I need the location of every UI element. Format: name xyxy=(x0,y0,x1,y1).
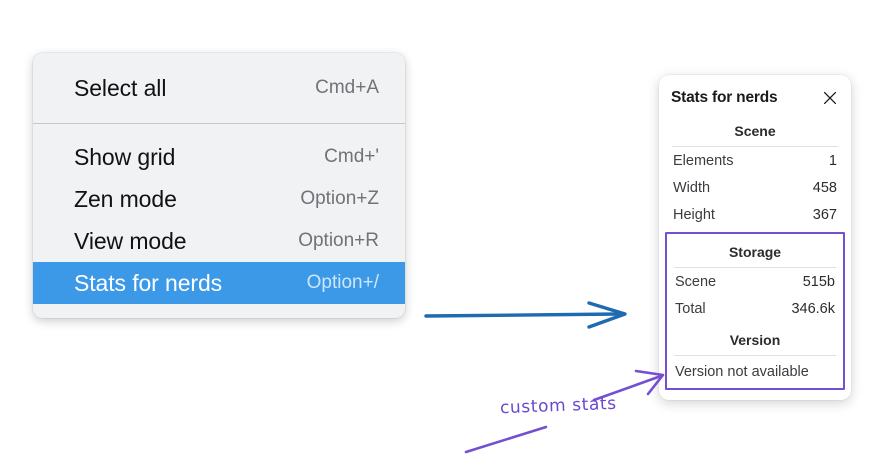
annotation-label-custom-stats: custom stats xyxy=(499,393,618,419)
blue-arrow-icon xyxy=(424,301,627,329)
divider xyxy=(672,146,838,147)
stats-for-nerds-panel: Stats for nerds Scene Elements 1 Width 4… xyxy=(659,75,851,400)
menu-item-label: Show grid xyxy=(74,143,176,170)
context-menu[interactable]: Select all Cmd+A Show grid Cmd+' Zen mod… xyxy=(33,53,405,318)
menu-item-zen-mode[interactable]: Zen mode Option+Z xyxy=(33,178,405,220)
menu-item-shortcut: Cmd+' xyxy=(324,146,379,167)
menu-item-shortcut: Option+/ xyxy=(306,272,379,293)
menu-item-shortcut: Option+Z xyxy=(300,188,379,209)
section-heading-version: Version xyxy=(729,332,781,348)
stat-key: Total xyxy=(675,301,706,317)
close-icon[interactable] xyxy=(821,89,839,107)
panel-title: Stats for nerds xyxy=(671,89,778,106)
divider xyxy=(674,267,836,268)
menu-item-shortcut: Option+R xyxy=(298,230,379,251)
stat-key: Height xyxy=(673,207,715,223)
stat-key: Elements xyxy=(673,153,734,169)
menu-item-view-mode[interactable]: View mode Option+R xyxy=(33,220,405,262)
menu-item-label: Zen mode xyxy=(74,185,177,212)
stat-value: 367 xyxy=(812,207,837,223)
panel-header: Stats for nerds xyxy=(668,85,842,113)
stat-value: 458 xyxy=(812,180,837,196)
menu-group-2: Show grid Cmd+' Zen mode Option+Z View m… xyxy=(33,124,405,318)
stat-row-storage-scene: Scene 515b xyxy=(670,268,840,295)
purple-underline-stroke xyxy=(464,425,548,454)
stat-value: 346.6k xyxy=(791,301,835,317)
menu-separator xyxy=(33,123,405,124)
menu-item-label: View mode xyxy=(74,227,187,254)
divider xyxy=(674,355,836,356)
stat-value: 1 xyxy=(828,153,837,169)
stat-row-height: Height 367 xyxy=(668,201,842,228)
stat-row-width: Width 458 xyxy=(668,174,842,201)
stat-row-storage-total: Total 346.6k xyxy=(670,295,840,322)
stat-key: Scene xyxy=(675,274,717,290)
section-heading-scene: Scene xyxy=(734,123,776,139)
section-heading-storage: Storage xyxy=(728,244,782,260)
menu-item-select-all[interactable]: Select all Cmd+A xyxy=(33,67,405,109)
version-text: Version not available xyxy=(675,364,809,380)
stat-row-elements: Elements 1 xyxy=(668,147,842,174)
menu-item-label: Select all xyxy=(74,74,167,101)
custom-stats-highlight-box: Storage Scene 515b Total 346.6k Version … xyxy=(665,232,845,390)
stat-value: 515b xyxy=(802,274,835,290)
menu-item-show-grid[interactable]: Show grid Cmd+' xyxy=(33,136,405,178)
stat-key: Width xyxy=(673,180,711,196)
menu-item-shortcut: Cmd+A xyxy=(315,77,379,98)
menu-item-stats-for-nerds[interactable]: Stats for nerds Option+/ xyxy=(33,262,405,304)
menu-item-label: Stats for nerds xyxy=(74,269,223,296)
menu-group-1: Select all Cmd+A xyxy=(33,53,405,123)
